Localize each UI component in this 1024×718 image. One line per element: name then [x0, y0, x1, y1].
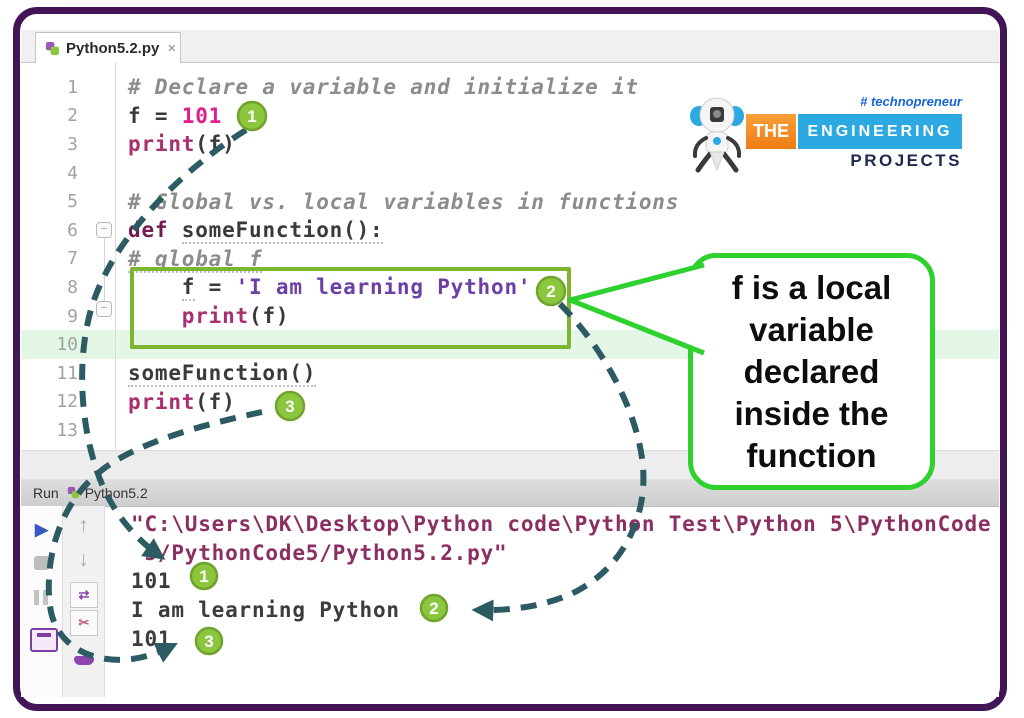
- code-line[interactable]: 6 def someFunction():: [21, 216, 999, 245]
- gutter-separator: [115, 62, 116, 450]
- rerun-icon[interactable]: ▶: [34, 520, 49, 539]
- run-tab-label: Python5.2: [84, 484, 148, 501]
- code-line[interactable]: 1 # Declare a variable and initialize it: [21, 73, 999, 102]
- line-number: 6: [67, 219, 78, 241]
- line-number: 2: [67, 105, 78, 127]
- callout-bubble: f is a local variable declared inside th…: [688, 253, 935, 490]
- stop-icon[interactable]: [34, 556, 49, 570]
- down-stacktrace-icon[interactable]: ↓: [78, 548, 89, 571]
- line-number: 4: [67, 162, 78, 184]
- code-text: # Declare a variable and initialize it: [128, 75, 639, 100]
- logo-engineering: ENGINEERING: [798, 114, 962, 149]
- editor-tab-bar: Python5.2.py ×: [21, 30, 999, 63]
- code-text: # Global vs. local variables in function…: [128, 189, 680, 214]
- run-tab[interactable]: Python5.2: [67, 485, 148, 501]
- code-text: someFunction(): [128, 361, 317, 388]
- python-file-icon: [45, 41, 60, 55]
- tab-python-file[interactable]: Python5.2.py ×: [35, 32, 181, 63]
- line-number: 1: [67, 76, 78, 98]
- local-variable-highlight-box: [130, 267, 571, 349]
- tab-title: Python5.2.py: [66, 39, 160, 57]
- console-line: 5/PythonCode5/Python5.2.py": [131, 540, 508, 565]
- pause-icon[interactable]: [34, 590, 48, 605]
- console-line: 101: [131, 626, 172, 651]
- the-engineering-projects-logo: # technopreneur THE ENGINEERING PROJECTS: [686, 92, 966, 174]
- console-line: I am learning Python: [131, 598, 400, 623]
- console-rows: "C:\Users\DK\Desktop\Python code\Python …: [131, 510, 999, 653]
- run-toolbar-left: ▶: [21, 506, 63, 697]
- robot-icon: [690, 97, 744, 173]
- logo-projects: PROJECTS: [850, 151, 962, 170]
- line-number: 5: [67, 191, 78, 213]
- code-line[interactable]: 5 # Global vs. local variables in functio…: [21, 187, 999, 216]
- console-line: "C:\Users\DK\Desktop\Python code\Python …: [131, 512, 992, 537]
- line-number: 10: [56, 334, 78, 356]
- line-number: 13: [56, 419, 78, 441]
- clear-console-icon[interactable]: ✂: [70, 610, 98, 636]
- fold-guide-line: [104, 238, 105, 301]
- console-output-icon[interactable]: [30, 628, 58, 652]
- line-number: 11: [56, 362, 78, 384]
- code-text: print(f): [128, 132, 236, 157]
- python-run-icon: [67, 486, 79, 499]
- up-stacktrace-icon[interactable]: ↑: [78, 514, 89, 537]
- line-number: 3: [67, 133, 78, 155]
- line-number: 8: [67, 276, 78, 298]
- code-line[interactable]: 2 f = 101: [21, 102, 999, 131]
- code-text: print(f): [128, 389, 236, 414]
- line-number: 7: [67, 248, 78, 270]
- run-panel-label: Run: [33, 484, 59, 501]
- code-text: def someFunction():: [128, 218, 384, 245]
- callout-text: f is a local variable declared inside th…: [731, 268, 892, 474]
- code-text: f = 101: [128, 103, 223, 128]
- pin-tab-icon[interactable]: [74, 656, 94, 665]
- restore-layout-icon[interactable]: ⇄: [70, 582, 98, 608]
- code-line[interactable]: 4: [21, 159, 999, 188]
- logo-the: THE: [746, 114, 796, 149]
- logo-tagline: # technopreneur: [860, 94, 962, 109]
- fold-collapse-icon[interactable]: −: [96, 222, 112, 238]
- run-toolbar-right: ↑ ↓ ⇄ ✂: [63, 506, 105, 697]
- fold-end-icon[interactable]: −: [96, 301, 112, 317]
- line-number: 9: [67, 305, 78, 327]
- tab-close-icon[interactable]: ×: [167, 39, 177, 57]
- console-line: 101: [131, 569, 172, 594]
- line-number: 12: [56, 391, 78, 413]
